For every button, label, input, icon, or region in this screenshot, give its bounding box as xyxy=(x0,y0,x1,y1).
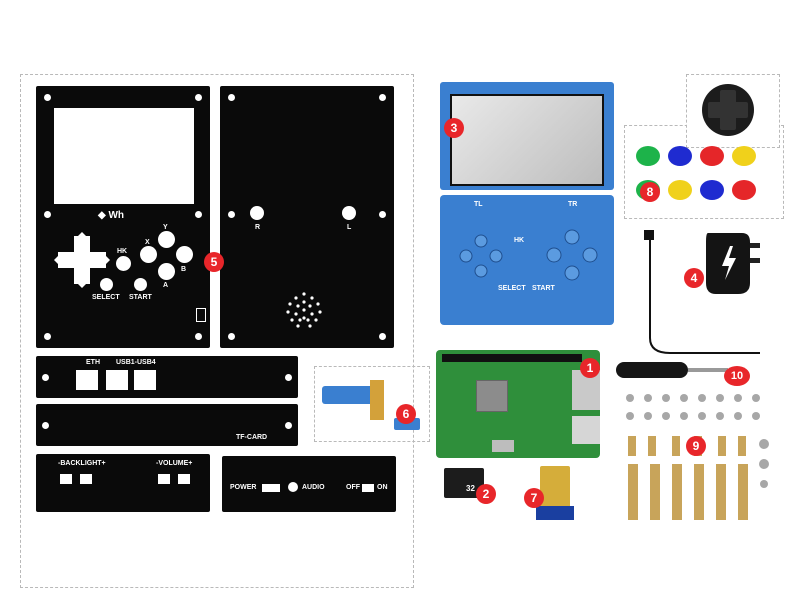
adapter-board xyxy=(322,386,378,404)
eth-usb-plate: ETH USB1-USB4 xyxy=(36,356,298,398)
backlight-cutout-2 xyxy=(80,474,92,484)
color-cap xyxy=(700,180,724,200)
label-l: L xyxy=(347,224,352,231)
volume-cutout-2 xyxy=(178,474,190,484)
screen-window xyxy=(54,108,194,204)
raspberry-pi-board xyxy=(436,350,600,458)
color-cap xyxy=(668,146,692,166)
switch-plate: POWER AUDIO OFF ON xyxy=(222,456,396,512)
rpi-eth-port xyxy=(572,416,600,444)
badge-10: 10 xyxy=(724,366,750,386)
side-plate: -BACKLIGHT+ -VOLUME+ xyxy=(36,454,210,512)
rpi-soc xyxy=(476,380,508,412)
control-pcb: TL TR HK SELECT START xyxy=(440,195,614,325)
label-x: X xyxy=(145,239,150,246)
audio-jack-hole xyxy=(288,482,298,492)
button-r xyxy=(250,206,264,220)
pcb-label-select: SELECT xyxy=(498,285,526,292)
usb-port-cutout-1 xyxy=(106,370,128,390)
rpi-hdmi-port xyxy=(492,440,514,452)
button-a xyxy=(158,263,175,280)
label-y: Y xyxy=(163,224,168,231)
label-start: START xyxy=(129,294,152,301)
button-select xyxy=(100,278,113,291)
acrylic-kit-outline xyxy=(20,74,414,588)
button-l xyxy=(342,206,356,220)
label-off: OFF xyxy=(346,484,360,491)
badge-9: 9 xyxy=(686,436,706,456)
pcb-label-hk: HK xyxy=(514,237,525,244)
pcb-label-start: START xyxy=(532,285,555,292)
color-cap xyxy=(668,180,692,200)
label-b: B xyxy=(181,266,187,273)
dpad-icon xyxy=(54,232,110,288)
label-a: A xyxy=(163,282,169,289)
logo-mark-icon: ◆ xyxy=(98,210,106,221)
label-tf-card: TF-CARD xyxy=(236,434,268,441)
label-audio: AUDIO xyxy=(302,484,325,491)
adapter-flex-cable xyxy=(370,380,384,420)
badge-8: 8 xyxy=(640,182,660,202)
power-switch-cutout xyxy=(262,484,280,492)
backlight-cutout-1 xyxy=(60,474,72,484)
color-cap xyxy=(636,146,660,166)
label-eth: ETH xyxy=(86,359,100,366)
badge-7: 7 xyxy=(524,488,544,508)
adapter-box xyxy=(314,366,430,442)
volume-cutout-1 xyxy=(158,474,170,484)
badge-1: 1 xyxy=(580,358,600,378)
button-y xyxy=(158,231,175,248)
label-r: R xyxy=(255,224,261,231)
rpi-gpio-header xyxy=(442,354,582,362)
pcb-label-tr: TR xyxy=(568,201,578,208)
front-acrylic-panel: ◆ Wh Y X B A HK SELECT START xyxy=(36,86,210,348)
usb-port-cutout-2 xyxy=(134,370,156,390)
joystick-dpad-icon xyxy=(702,84,754,136)
color-cap xyxy=(700,146,724,166)
hdmi-adapter-base xyxy=(536,506,574,520)
color-cap xyxy=(732,146,756,166)
badge-4: 4 xyxy=(684,268,704,288)
button-x xyxy=(140,246,157,263)
button-start xyxy=(134,278,147,291)
label-select: SELECT xyxy=(92,294,120,301)
speaker-grille-icon xyxy=(286,292,322,328)
eth-port-cutout xyxy=(76,370,98,390)
pcb-label-tl: TL xyxy=(474,201,483,208)
pcb-buttons-icon xyxy=(546,229,598,281)
brand-logo: ◆ Wh xyxy=(98,210,125,221)
button-b xyxy=(176,246,193,263)
back-acrylic-panel: R L xyxy=(220,86,394,348)
onoff-switch-cutout xyxy=(362,484,374,492)
pcb-dpad-icon xyxy=(459,234,503,278)
label-usb: USB1-USB4 xyxy=(116,359,156,366)
label-on: ON xyxy=(377,484,388,491)
label-hk: HK xyxy=(117,248,128,255)
color-cap xyxy=(732,180,756,200)
label-backlight: -BACKLIGHT+ xyxy=(58,460,106,467)
screwdriver-icon xyxy=(616,362,728,378)
label-volume: -VOLUME+ xyxy=(156,460,193,467)
lcd-screen xyxy=(450,94,604,186)
badge-5: 5 xyxy=(204,252,224,272)
badge-3: 3 xyxy=(444,118,464,138)
battery-icon xyxy=(196,308,206,322)
screws-standoffs-icon xyxy=(626,394,769,520)
sd-capacity: 32 xyxy=(466,484,475,493)
power-adapter-icon xyxy=(644,230,760,354)
label-power: POWER xyxy=(230,484,257,491)
badge-2: 2 xyxy=(476,484,496,504)
badge-6: 6 xyxy=(396,404,416,424)
tf-card-plate: TF-CARD xyxy=(36,404,298,446)
lcd-module xyxy=(440,82,614,190)
button-hk xyxy=(116,256,131,271)
